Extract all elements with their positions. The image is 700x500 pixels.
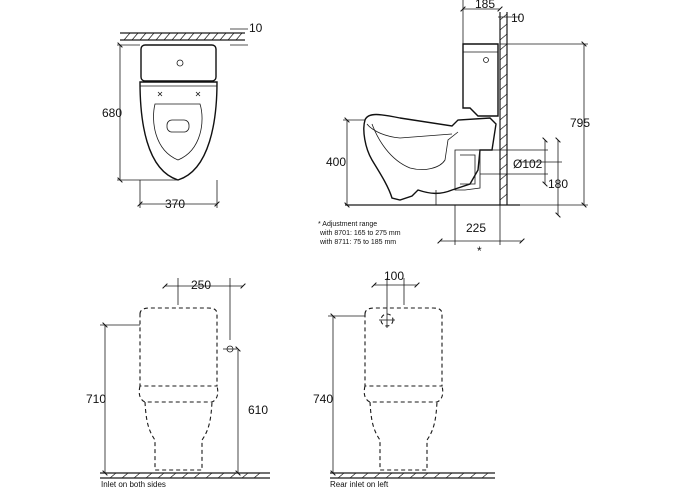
caption-rear-inlet: Rear inlet on left [330, 480, 389, 489]
bowl-rim-front-rear [363, 385, 444, 403]
wall-side [499, 12, 508, 205]
tank-side [462, 43, 499, 117]
side-view: 185 10 795 400 Ø102 180 225 * * Adjustme… [318, 0, 590, 258]
flush-button-plan [176, 59, 184, 67]
dim-outlet-diameter-label: Ø102 [513, 157, 543, 171]
bowl-side [363, 113, 497, 201]
dim-inlet-offset-sides-label: 250 [191, 278, 211, 292]
bowl-plan [139, 81, 218, 181]
dim-gap-side-label: 10 [511, 11, 525, 25]
outlet-pipe [454, 149, 481, 191]
dim-seat-height-label: 400 [326, 155, 346, 169]
dim-inlet-offset-rear-label: 100 [384, 269, 404, 283]
seat-opening-plan [153, 103, 203, 161]
tank-outline-front-sides [139, 307, 218, 387]
dim-tank-depth-label: 185 [475, 0, 495, 11]
adjustment-note-line2: with 8711: 75 to 185 mm [319, 239, 396, 246]
tank-plan [140, 44, 217, 82]
dim-outlet-distance-label: 225 [466, 221, 486, 235]
dim-height-label: 795 [570, 116, 590, 130]
front-view-sides: 250 710 610 Inlet on both sides [86, 278, 270, 489]
tank-outline-front-rear [364, 307, 443, 387]
front-view-rear: 100 740 Rear inlet on left [313, 269, 495, 489]
adjustment-note-title: * Adjustment range [318, 221, 377, 228]
dim-gap-top-label: 10 [249, 21, 263, 35]
wall-hatch-top [120, 32, 245, 41]
dim-width-label: 370 [165, 197, 185, 211]
pedestal-front-rear [369, 401, 438, 471]
adjustment-note-line1: with 8701: 165 to 275 mm [319, 230, 401, 237]
dim-total-height-sides-label: 710 [86, 392, 106, 406]
bowl-rim-front-sides [138, 385, 219, 403]
caption-inlet-both-sides: Inlet on both sides [101, 480, 166, 489]
dim-inlet-height-label: 610 [248, 403, 268, 417]
dim-depth-label: 680 [102, 106, 122, 120]
dim-outlet-height-label: 180 [548, 177, 568, 191]
dim-total-height-rear-label: 740 [313, 392, 333, 406]
pedestal-front-sides [144, 401, 213, 471]
top-view: 680 370 10 [102, 21, 263, 211]
adjustment-asterisk: * [477, 244, 482, 258]
bowl-inner-plan [166, 119, 190, 133]
